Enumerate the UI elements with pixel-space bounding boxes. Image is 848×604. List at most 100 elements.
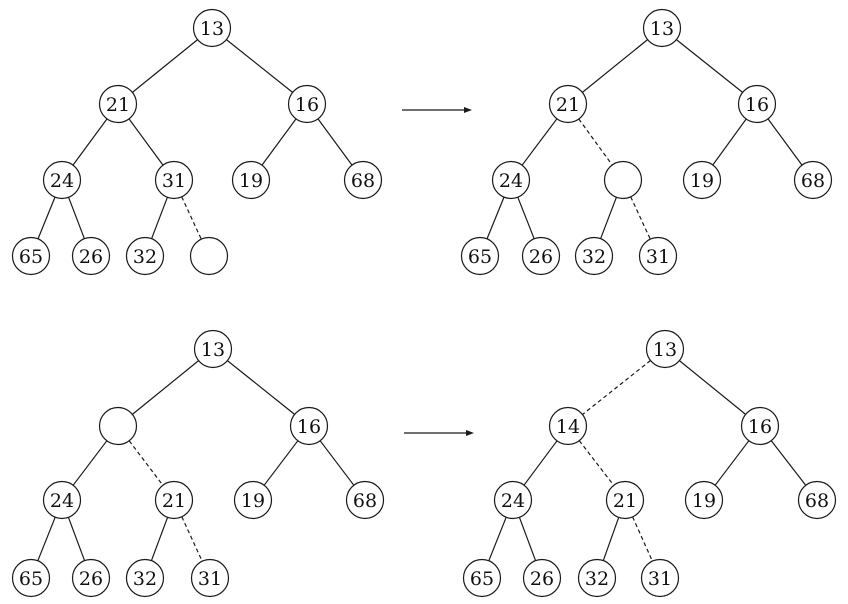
tree-node: 13 [193, 329, 233, 369]
node-label: 68 [805, 490, 829, 512]
tree-node: 19 [233, 480, 273, 520]
tree-node: 26 [521, 236, 561, 276]
tree-node: 19 [684, 480, 724, 520]
node-label: 68 [353, 490, 377, 512]
node-label: 65 [468, 246, 492, 268]
node-circle [154, 160, 194, 200]
tree-node: 31 [640, 558, 680, 598]
node-circle [345, 480, 385, 520]
tree-edge [319, 440, 355, 486]
node-label: 31 [648, 568, 672, 590]
node-circle [462, 558, 502, 598]
tree-edge-dashed [630, 196, 651, 240]
node-label: 16 [295, 94, 319, 116]
tree-edge [676, 39, 743, 93]
node-label: 13 [200, 18, 224, 40]
tree-node: 32 [125, 558, 165, 598]
node-circle [640, 558, 680, 598]
tree-edge [67, 517, 86, 561]
node-label: 21 [613, 490, 637, 512]
tree-edge [261, 118, 297, 166]
tree-edge [521, 118, 558, 166]
tree-edge [37, 516, 56, 562]
node-circle [638, 236, 678, 276]
node-circle [71, 236, 111, 276]
tree-edge [227, 360, 295, 415]
tree-node: 32 [577, 558, 617, 598]
node-circle [682, 160, 722, 200]
node-label: 16 [748, 416, 772, 438]
tree-node: 65 [11, 558, 51, 598]
tree-node: 16 [287, 84, 327, 124]
node-label: 16 [745, 94, 769, 116]
tree-node: 13 [642, 8, 682, 48]
tree-node: 24 [493, 480, 533, 520]
node-label: 26 [79, 246, 103, 268]
node-label: 26 [79, 568, 103, 590]
tree-node: 65 [11, 236, 51, 276]
node-circle [797, 480, 837, 520]
tree-node: 21 [98, 84, 138, 124]
node-circle [98, 84, 138, 124]
tree-node: 14 [548, 406, 588, 446]
node-label: 65 [470, 568, 494, 590]
node-label: 26 [530, 568, 554, 590]
tree-edge [602, 517, 620, 561]
node-label: 26 [529, 246, 553, 268]
node-circle [98, 406, 138, 446]
tree-edge [518, 517, 537, 561]
tree-node: 26 [522, 558, 562, 598]
tree-node: 68 [343, 160, 383, 200]
tree-edge [767, 118, 803, 166]
tree-edge [151, 197, 168, 239]
tree-edge-dashed [632, 516, 653, 562]
node-circle [548, 84, 588, 124]
node-label: 31 [162, 170, 186, 192]
node-label: 21 [556, 94, 580, 116]
node-label: 32 [133, 246, 157, 268]
tree-edge [72, 118, 108, 166]
tree-edge [128, 118, 164, 166]
tree-edge [150, 517, 169, 561]
node-circle [642, 8, 682, 48]
tree-edge [523, 440, 558, 486]
tree-edge [486, 196, 505, 240]
tree-edge [68, 197, 85, 239]
tree-edge-dashed [578, 118, 613, 166]
node-circle [287, 84, 327, 124]
tree-edge [263, 440, 299, 486]
node-circle [231, 160, 271, 200]
node-circle [603, 160, 643, 200]
node-label: 13 [650, 18, 674, 40]
node-circle [11, 558, 51, 598]
node-label: 24 [499, 170, 523, 192]
tree-edge [132, 360, 199, 415]
tree-edge-dashed [181, 196, 202, 240]
node-circle [522, 558, 562, 598]
node-circle [645, 329, 685, 369]
tree-node: 13 [645, 329, 685, 369]
node-circle [11, 236, 51, 276]
node-circle [548, 406, 588, 446]
node-circle [189, 236, 229, 276]
tree-edge [582, 39, 648, 93]
tree-node: 21 [154, 480, 194, 520]
tree-node-hole [189, 236, 229, 276]
node-circle [42, 480, 82, 520]
node-label: 19 [690, 170, 714, 192]
transition-arrow [402, 107, 472, 113]
node-circle [289, 406, 329, 446]
tree-node: 31 [190, 558, 230, 598]
node-label: 32 [133, 568, 157, 590]
tree-edge [488, 516, 507, 562]
tree-node: 65 [462, 558, 502, 598]
node-circle [233, 480, 273, 520]
node-label: 31 [646, 246, 670, 268]
node-circle [460, 236, 500, 276]
tree-node: 16 [737, 84, 777, 124]
node-label: 65 [19, 568, 43, 590]
node-circle [577, 558, 617, 598]
